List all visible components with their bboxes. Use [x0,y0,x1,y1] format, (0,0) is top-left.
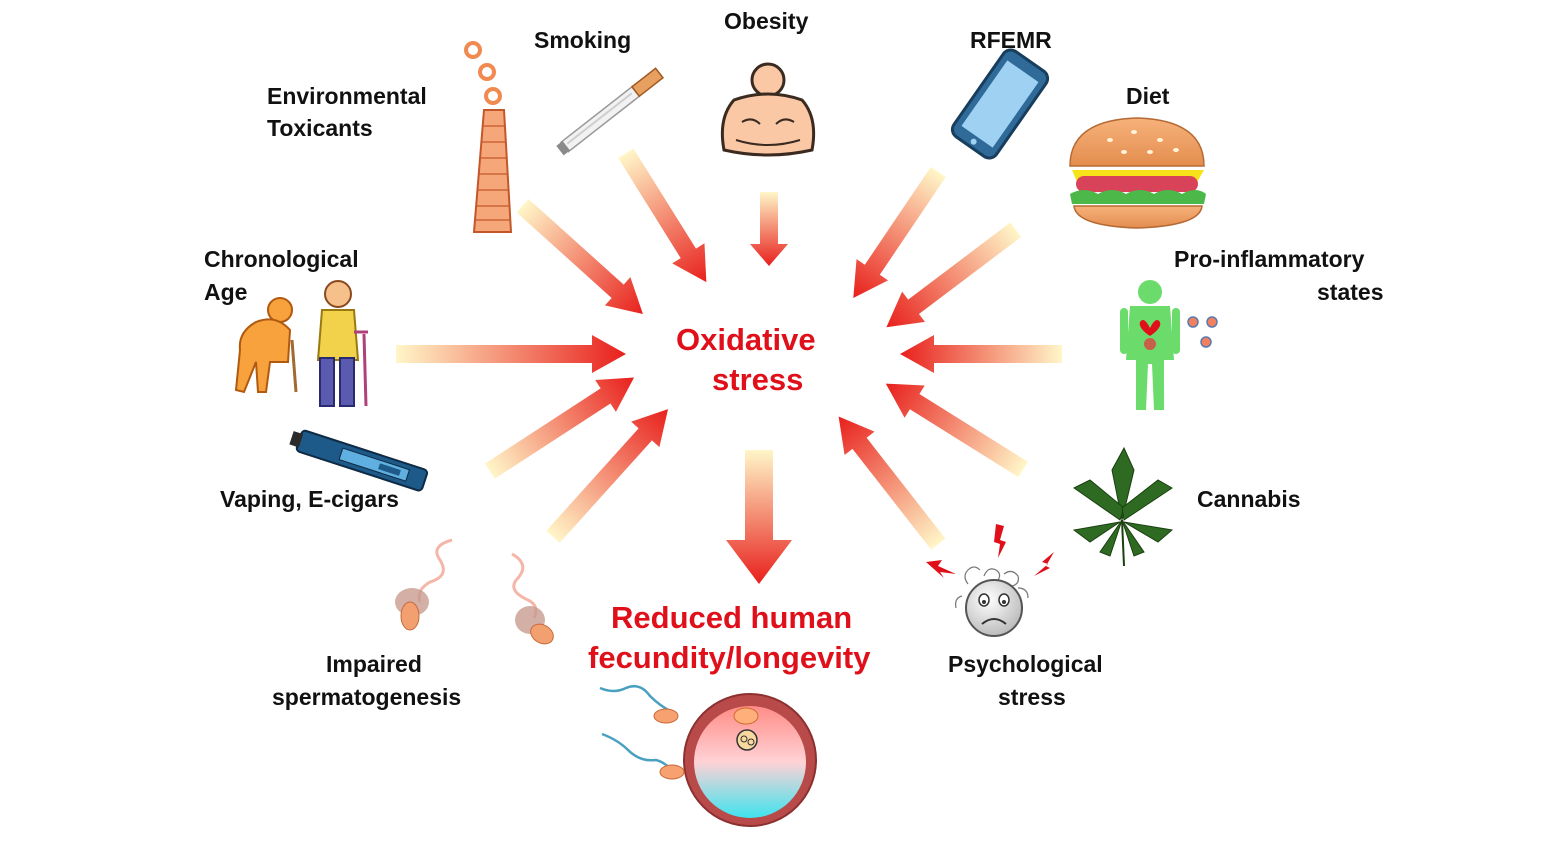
arrow-smoking [618,148,707,283]
label-impaired-sperm-2: spermatogenesis [272,684,462,710]
label-cannabis: Cannabis [1197,486,1301,512]
burger-icon [1069,117,1206,229]
label-vaping: Vaping, E-cigars [220,486,399,512]
cannabis-leaf-icon [1072,446,1174,567]
factory-chimney-icon [464,41,513,233]
arrow-impaired-sperm [546,409,669,543]
label-smoking: Smoking [534,27,632,53]
arrow-vaping [484,377,635,479]
inflamed-body-icon [1120,280,1218,410]
arrow-diet [886,222,1022,328]
arrow-cannabis [885,383,1028,478]
smartphone-icon [950,48,1050,160]
stressed-face-icon [926,524,1054,637]
label-env-toxicants-2: Toxicants [267,115,373,141]
arrow-rfemr [853,166,946,298]
label-env-toxicants-1: Environmental [267,83,427,109]
obesity-body-icon [720,62,816,157]
center-oxidative-stress-1: Oxidative [676,322,816,357]
elderly-people-icon [234,280,368,407]
abnormal-sperm-icon [395,538,554,645]
arrow-proinflammatory [900,335,1062,373]
cigarette-icon [556,67,665,156]
arrow-env-toxicants [516,198,643,315]
center-oxidative-stress-2: stress [712,362,804,397]
label-diet: Diet [1126,83,1170,109]
arrow-outcome [726,450,792,584]
arrow-psych-stress [838,416,946,550]
label-psych-stress-1: Psychological [948,651,1103,677]
vape-pen-icon [289,429,429,492]
label-proinflammatory-2: states [1317,279,1384,305]
label-psych-stress-2: stress [998,684,1066,710]
outcome-title-2: fecundity/longevity [588,640,871,675]
outcome-title-1: Reduced human [611,600,853,635]
label-chrono-age-2: Age [204,279,248,305]
egg-fertilization-icon [599,685,817,827]
label-rfemr: RFEMR [970,27,1052,53]
arrow-chrono-age [396,335,626,373]
label-proinflammatory-1: Pro-inflammatory [1174,246,1365,272]
arrow-obesity [750,192,788,266]
label-chrono-age-1: Chronological [204,246,359,272]
label-obesity: Obesity [724,8,809,34]
label-impaired-sperm-1: Impaired [326,651,422,677]
